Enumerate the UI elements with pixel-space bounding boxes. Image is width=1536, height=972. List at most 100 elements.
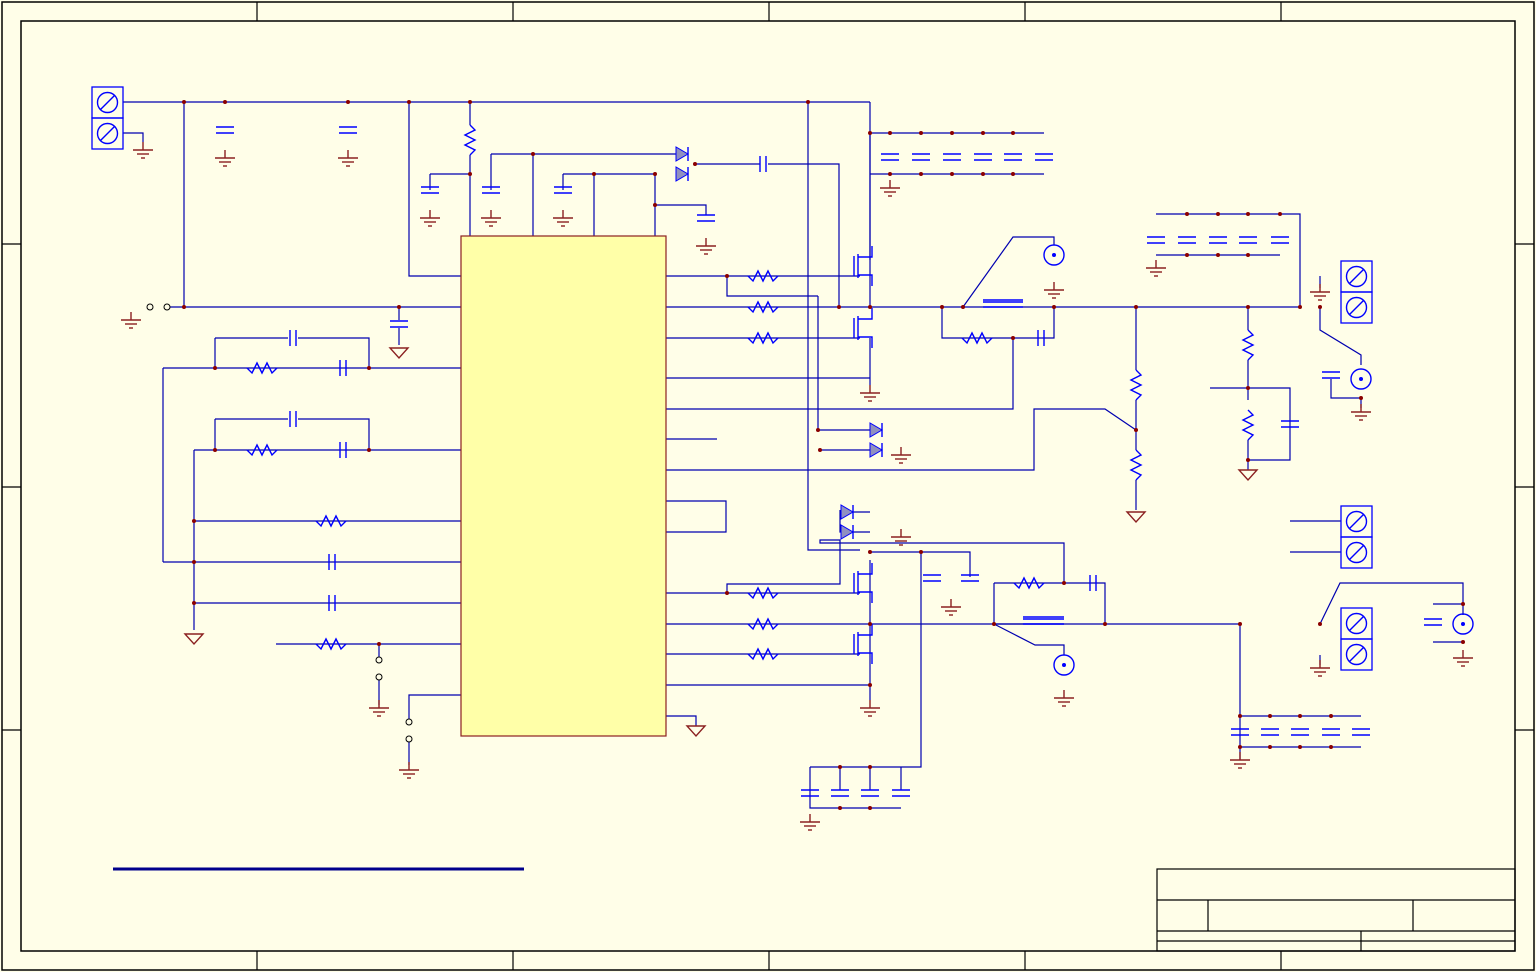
junction-dot — [1318, 622, 1322, 626]
diode — [869, 422, 883, 438]
junction-dot — [213, 366, 217, 370]
junction-dot — [981, 131, 985, 135]
junction-dot — [192, 560, 196, 564]
resistor — [1241, 329, 1255, 361]
junction-dot — [1268, 745, 1272, 749]
junction-dot — [377, 642, 381, 646]
junction-dot — [919, 131, 923, 135]
junction-dot — [1062, 581, 1066, 585]
junction-dot — [1238, 714, 1242, 718]
resistor — [961, 331, 993, 345]
junction-dot — [868, 305, 872, 309]
junction-dot — [992, 622, 996, 626]
jumper-pin — [146, 303, 154, 311]
screw-icon — [99, 125, 116, 142]
junction-dot — [1329, 714, 1333, 718]
junction-dot — [192, 519, 196, 523]
resistor — [1129, 449, 1143, 481]
junction-dot — [531, 152, 535, 156]
junction-dot — [950, 172, 954, 176]
screw-icon — [1345, 510, 1368, 533]
junction-dot — [592, 172, 596, 176]
wire — [839, 510, 870, 533]
junction-dot — [838, 806, 842, 810]
junction-dot — [981, 172, 985, 176]
junction-dot — [1359, 396, 1363, 400]
screw-icon — [1345, 541, 1368, 564]
screw-icon — [1345, 296, 1368, 319]
terminal-block — [1340, 638, 1373, 671]
junction-dot — [1318, 305, 1322, 309]
junction-dot — [1246, 253, 1250, 257]
screw-icon — [1348, 268, 1365, 285]
junction-dot — [693, 162, 697, 166]
junction-dot — [1134, 305, 1138, 309]
mosfet — [858, 624, 873, 636]
junction-dot — [192, 601, 196, 605]
junction-dot — [1298, 305, 1302, 309]
resistor — [747, 331, 779, 345]
screw-icon — [1345, 265, 1368, 288]
test-point-icon — [1053, 654, 1075, 676]
resistor — [1013, 576, 1045, 590]
screw-icon — [1348, 299, 1365, 316]
junction-dot — [213, 448, 217, 452]
junction-dot — [367, 448, 371, 452]
junction-dot — [868, 550, 872, 554]
resistor — [1129, 369, 1143, 401]
wire — [726, 276, 818, 297]
wire — [123, 132, 144, 142]
junction-dot — [223, 100, 227, 104]
junction-dot — [407, 100, 411, 104]
junction-dot — [1185, 253, 1189, 257]
screw-icon — [99, 94, 116, 111]
wire — [817, 296, 870, 431]
junction-dot — [818, 448, 822, 452]
junction-dot — [1246, 458, 1250, 462]
junction-dot — [468, 100, 472, 104]
inner-border — [20, 20, 1516, 952]
resistor — [246, 361, 278, 375]
junction-dot — [1268, 714, 1272, 718]
wire — [666, 500, 727, 533]
junction-dot — [1278, 212, 1282, 216]
ground-triangle-icon — [183, 633, 205, 646]
junction-dot — [868, 622, 872, 626]
diode — [675, 146, 689, 162]
junction-dot — [1011, 131, 1015, 135]
resistor — [463, 124, 477, 156]
wire — [941, 307, 1055, 339]
mosfet — [858, 274, 873, 286]
resistor — [747, 647, 779, 661]
wire — [809, 767, 901, 809]
junction-dot — [1461, 640, 1465, 644]
junction-dot — [1246, 212, 1250, 216]
screw-icon — [1345, 643, 1368, 666]
junction-dot — [182, 305, 186, 309]
junction-dot — [961, 305, 965, 309]
resistor — [747, 300, 779, 314]
junction-dot — [346, 100, 350, 104]
wire — [298, 337, 370, 368]
resistor — [315, 637, 347, 651]
junction-dot — [1246, 386, 1250, 390]
junction-dot — [1011, 336, 1015, 340]
wire — [726, 539, 1065, 593]
screw-icon — [1345, 612, 1368, 635]
screw-icon — [1348, 615, 1365, 632]
wire — [408, 102, 461, 277]
junction-dot — [397, 305, 401, 309]
ic-controller — [460, 235, 667, 737]
wire — [807, 102, 860, 551]
test-point-icon — [1052, 253, 1056, 257]
junction-dot — [919, 550, 923, 554]
mosfet — [858, 563, 873, 575]
diode — [840, 524, 854, 540]
resistor — [1241, 409, 1255, 441]
junction-dot — [1185, 212, 1189, 216]
screw-icon — [1348, 513, 1365, 530]
wire — [1319, 582, 1464, 625]
junction-dot — [1246, 305, 1250, 309]
